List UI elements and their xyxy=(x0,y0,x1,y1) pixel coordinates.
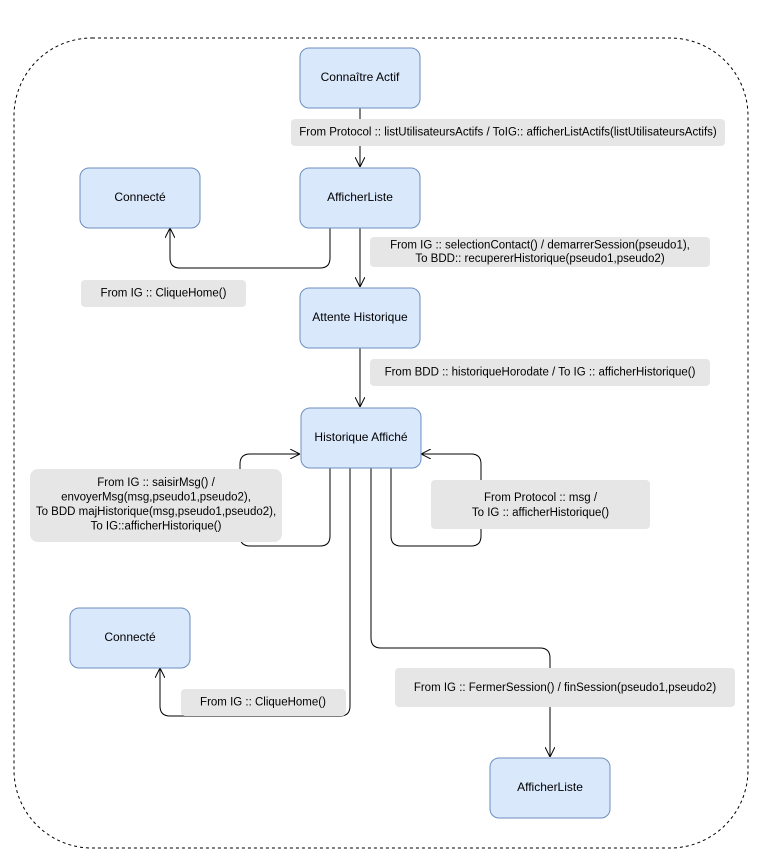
state-attente-historique-label: Attente Historique xyxy=(312,310,408,324)
state-attente-historique[interactable]: Attente Historique xyxy=(299,287,421,349)
state-connaitre-actif[interactable]: Connaître Actif xyxy=(299,47,421,109)
label-protocol-list: From Protocol :: listUtilisateursActifs … xyxy=(291,119,725,146)
edge-historique-self-loop-right xyxy=(390,454,482,547)
edge-historique-self-loop-left xyxy=(239,454,331,547)
label-clique-home-bottom: From IG :: CliqueHome() xyxy=(181,689,346,716)
edge-historique-to-liste xyxy=(370,468,550,757)
state-historique-affiche[interactable]: Historique Affiché xyxy=(300,407,422,469)
label-saisir-msg-line-1: From IG :: saisirMsg() / xyxy=(97,477,215,489)
label-protocol-msg: From Protocol :: msg / To IG :: afficher… xyxy=(431,480,650,529)
diagram-frame xyxy=(13,37,749,849)
label-historique-horodate-line-1: From BDD :: historiqueHorodate / To IG :… xyxy=(385,367,696,379)
label-clique-home-top: From IG :: CliqueHome() xyxy=(81,280,246,307)
state-connecte-bottom-label: Connecté xyxy=(104,630,156,644)
label-saisir-msg-line-3: To BDD majHistorique(msg,pseudo1,pseudo2… xyxy=(36,506,276,518)
label-selection-contact-line-2: To BDD:: recupererHistorique(pseudo1,pse… xyxy=(415,253,664,265)
state-connaitre-actif-label: Connaître Actif xyxy=(321,70,400,84)
state-afficher-liste-top[interactable]: AfficherListe xyxy=(299,167,421,229)
label-saisir-msg: From IG :: saisirMsg() / envoyerMsg(msg,… xyxy=(30,469,282,542)
state-afficher-liste-bottom[interactable]: AfficherListe xyxy=(489,757,611,819)
label-historique-horodate: From BDD :: historiqueHorodate / To IG :… xyxy=(370,359,710,386)
label-fermer-session-line-1: From IG :: FermerSession() / finSession(… xyxy=(414,682,716,694)
label-clique-home-bottom-line-1: From IG :: CliqueHome() xyxy=(200,697,326,709)
label-clique-home-top-line-1: From IG :: CliqueHome() xyxy=(101,288,227,300)
state-afficher-liste-top-label: AfficherListe xyxy=(327,190,393,204)
label-protocol-msg-line-2: To IG :: afficherHistorique() xyxy=(472,507,609,519)
label-saisir-msg-line-2: envoyerMsg(msg,pseudo1,pseudo2), xyxy=(61,492,251,504)
edge-liste-to-connecte xyxy=(170,228,331,269)
label-selection-contact: From IG :: selectionContact() / demarrer… xyxy=(370,237,710,267)
label-selection-contact-line-1: From IG :: selectionContact() / demarrer… xyxy=(390,240,690,252)
state-connecte-top[interactable]: Connecté xyxy=(79,167,201,229)
label-protocol-msg-line-1: From Protocol :: msg / xyxy=(484,492,598,504)
state-connecte-top-label: Connecté xyxy=(114,190,166,204)
state-connecte-bottom[interactable]: Connecté xyxy=(69,607,191,669)
label-protocol-list-line-1: From Protocol :: listUtilisateursActifs … xyxy=(299,127,717,139)
label-fermer-session: From IG :: FermerSession() / finSession(… xyxy=(395,668,735,707)
state-afficher-liste-bottom-label: AfficherListe xyxy=(517,780,583,794)
state-historique-affiche-label: Historique Affiché xyxy=(314,430,407,444)
label-saisir-msg-line-4: To IG::afficherHistorique() xyxy=(91,521,222,533)
